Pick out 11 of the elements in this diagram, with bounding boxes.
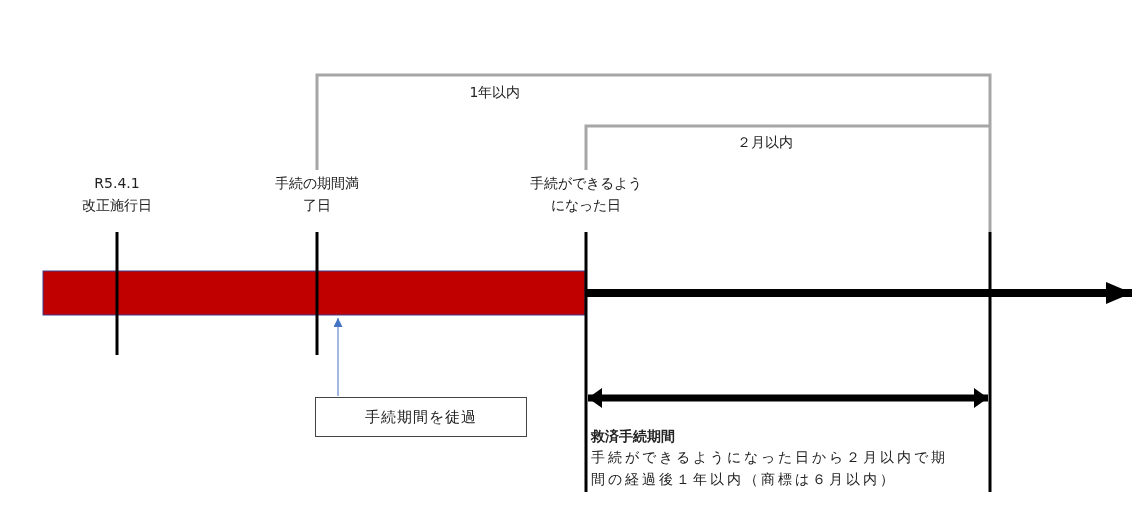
callout-box: 手続期間を徒過 <box>315 397 527 437</box>
date-label: 手続ができるようになった日 <box>529 174 643 215</box>
period-heading: 救済手続期間 <box>591 427 676 446</box>
arrow <box>333 317 343 397</box>
timeline-bar <box>42 270 586 316</box>
bracket-label: 1年以内 <box>468 83 522 102</box>
period-description: 手続ができるようになった日から２月以内で期間の経過後１年以内（商標は６月以内） <box>591 448 949 489</box>
date-label: R5.4.1 <box>93 174 141 193</box>
date-label: 手続の期間満了日 <box>274 174 360 215</box>
date-label: 改正施行日 <box>81 196 153 215</box>
bracket-label: ２月以内 <box>736 133 794 152</box>
